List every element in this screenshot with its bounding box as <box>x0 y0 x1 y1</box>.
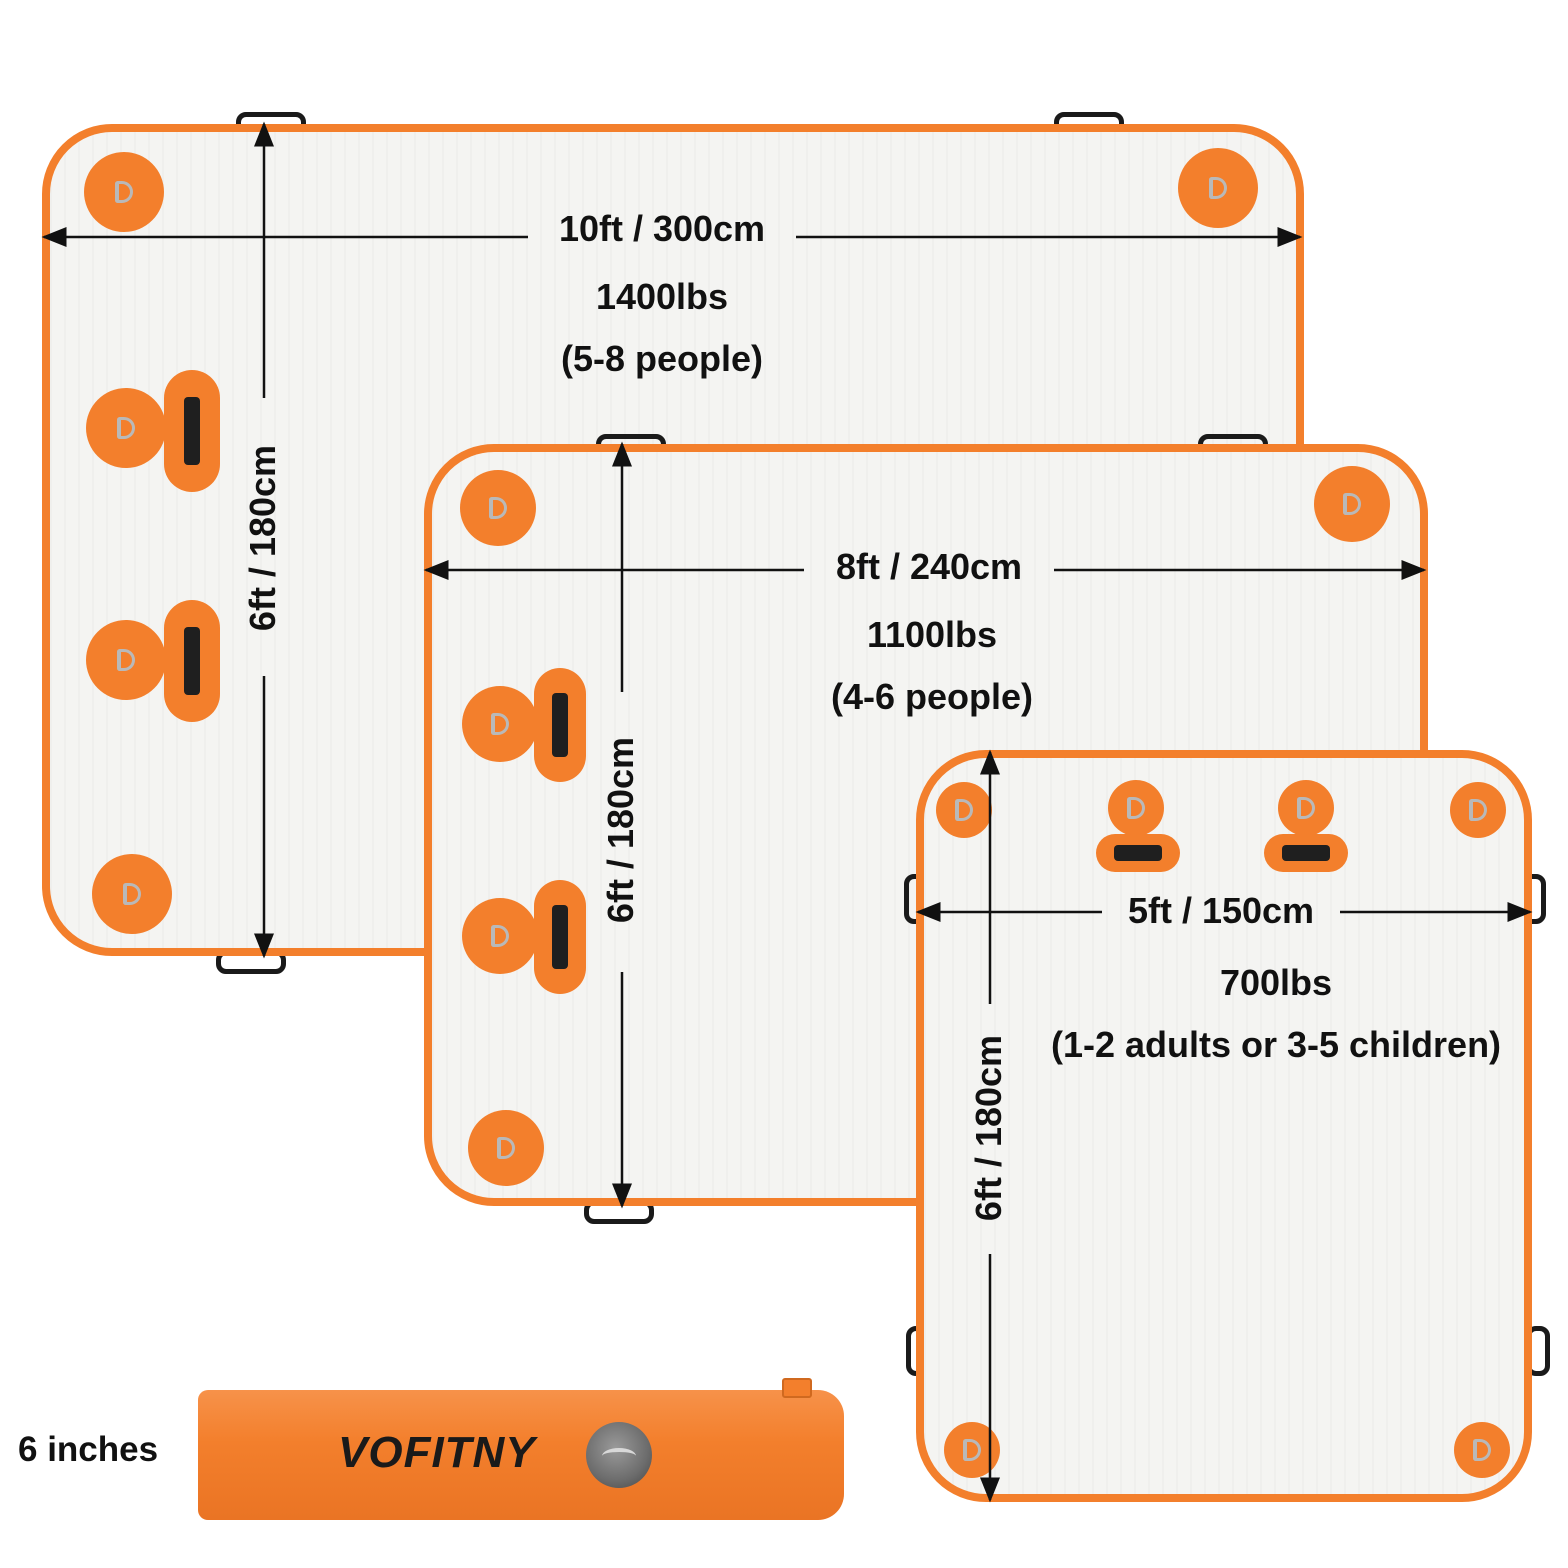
handle-icon <box>534 880 586 994</box>
handle-icon <box>1096 834 1180 872</box>
air-valve-icon <box>586 1422 652 1488</box>
large-dock-length-label: 10ft / 300cm <box>558 208 766 249</box>
d-ring-icon <box>462 686 538 762</box>
thickness-label: 6 inches <box>18 1430 159 1469</box>
d-ring-icon <box>1314 466 1390 542</box>
d-ring-icon <box>1278 780 1334 836</box>
small-dock-length-label: 5ft / 150cm <box>1127 890 1315 931</box>
d-ring-icon <box>86 388 166 468</box>
d-ring-icon <box>1450 782 1506 838</box>
d-ring-icon <box>462 898 538 974</box>
large-dock-capacity-label: 1400lbs <box>595 276 729 317</box>
small-dock-people-label: (1-2 adults or 3-5 children) <box>1050 1024 1502 1065</box>
small-dock <box>916 750 1532 1502</box>
d-ring-icon <box>460 470 536 546</box>
d-ring-icon <box>936 782 992 838</box>
d-ring-icon <box>84 152 164 232</box>
side-profile-tab <box>782 1378 812 1398</box>
handle-icon <box>534 668 586 782</box>
d-ring-icon <box>1178 148 1258 228</box>
d-ring-icon <box>468 1110 544 1186</box>
medium-dock-people-label: (4-6 people) <box>830 676 1034 717</box>
large-dock-people-label: (5-8 people) <box>560 338 764 379</box>
small-dock-width-label: 6ft / 180cm <box>968 1034 1009 1222</box>
small-dock-capacity-label: 700lbs <box>1219 962 1333 1003</box>
d-ring-icon <box>86 620 166 700</box>
d-ring-icon <box>1108 780 1164 836</box>
handle-icon <box>1264 834 1348 872</box>
d-ring-icon <box>92 854 172 934</box>
medium-dock-length-label: 8ft / 240cm <box>835 546 1023 587</box>
d-ring-icon <box>1454 1422 1510 1478</box>
dock-side-profile <box>198 1390 844 1520</box>
handle-icon <box>164 370 220 492</box>
brand-logo: VOFITNY <box>338 1428 536 1477</box>
medium-dock-capacity-label: 1100lbs <box>866 614 998 655</box>
handle-icon <box>164 600 220 722</box>
